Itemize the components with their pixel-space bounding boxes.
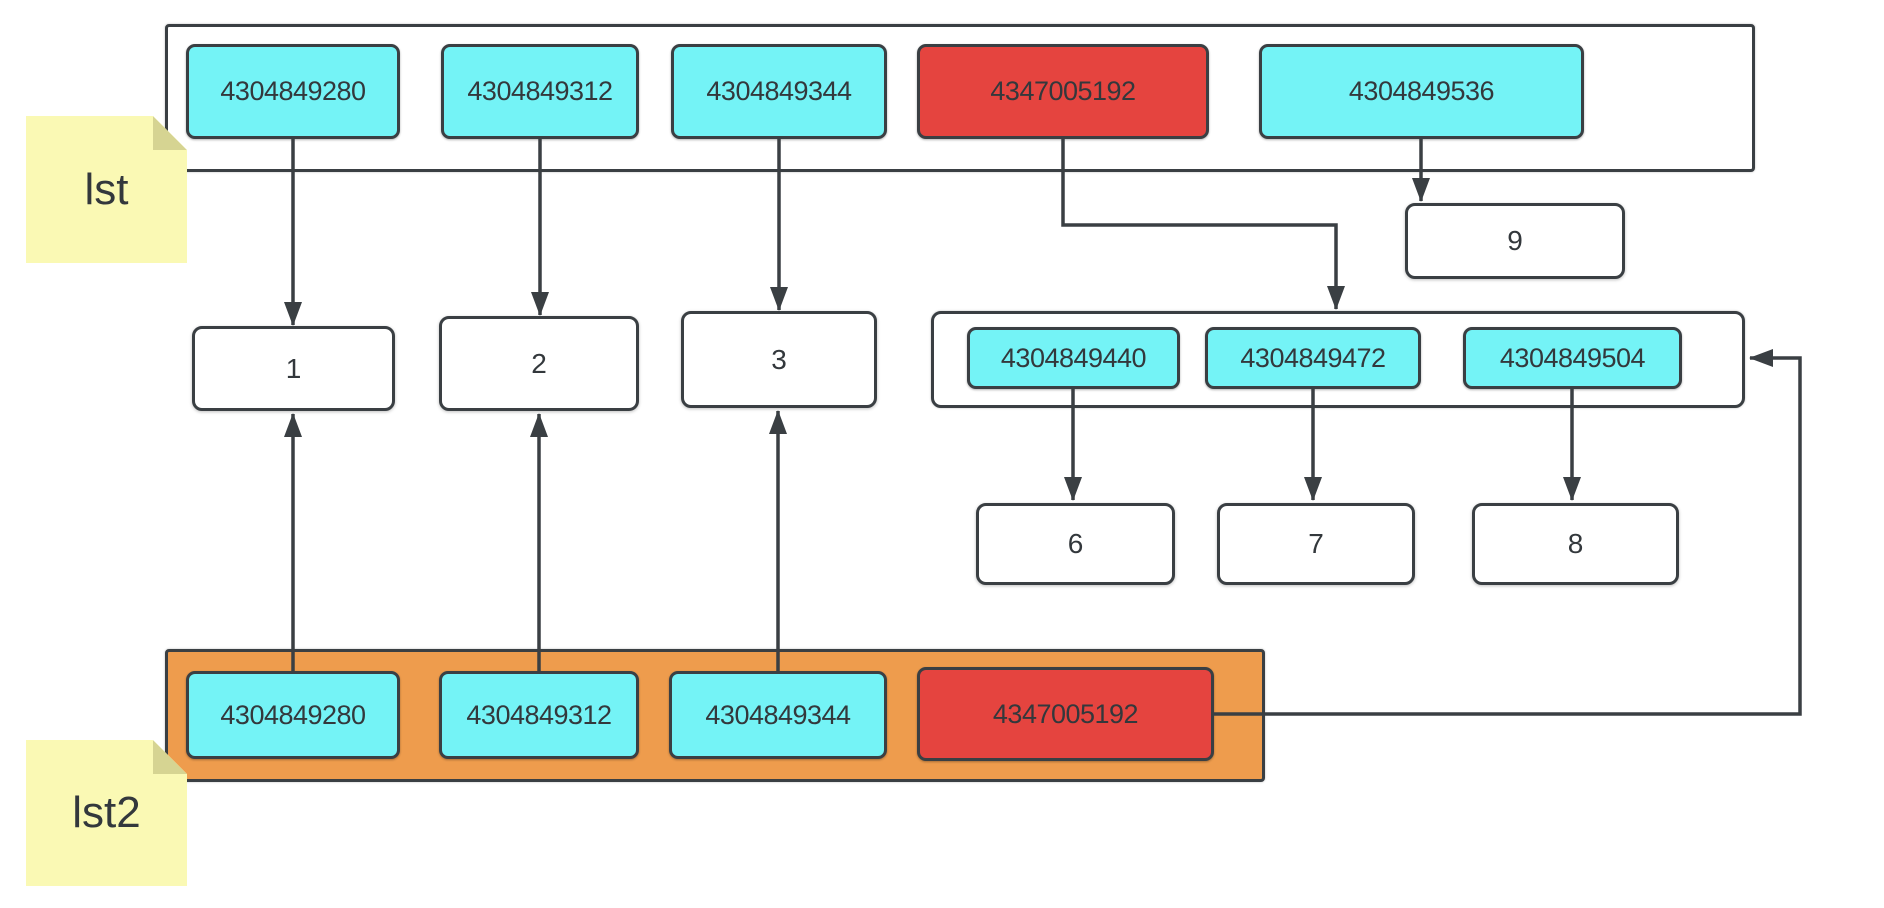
lst2-item-0-address: 4304849280: [186, 671, 400, 759]
nested-item-2-address: 4304849504: [1463, 327, 1682, 389]
lst2-item-1-address: 4304849312: [439, 671, 639, 759]
lst2-item-3-address: 4347005192: [917, 667, 1214, 761]
lst-item-4-address: 4304849536: [1259, 44, 1584, 139]
value-box-6: 6: [976, 503, 1175, 585]
sticky-note-lst2: lst2: [26, 740, 187, 886]
lst-item-0-address: 4304849280: [186, 44, 400, 139]
lst-item-2-address: 4304849344: [671, 44, 887, 139]
value-box-3: 3: [681, 311, 877, 408]
sticky-note-lst-label: lst: [84, 164, 129, 214]
nested-item-1-address: 4304849472: [1205, 327, 1421, 389]
value-box-8: 8: [1472, 503, 1679, 585]
value-box-1: 1: [192, 326, 395, 411]
value-box-2: 2: [439, 316, 639, 411]
lst-item-3-address: 4347005192: [917, 44, 1209, 139]
value-box-9: 9: [1405, 203, 1625, 279]
nested-item-0-address: 4304849440: [967, 327, 1180, 389]
sticky-note-lst: lst: [26, 116, 187, 263]
sticky-note-lst2-label: lst2: [72, 788, 141, 837]
lst2-item-2-address: 4304849344: [669, 671, 887, 759]
value-box-7: 7: [1217, 503, 1415, 585]
lst-item-1-address: 4304849312: [441, 44, 639, 139]
